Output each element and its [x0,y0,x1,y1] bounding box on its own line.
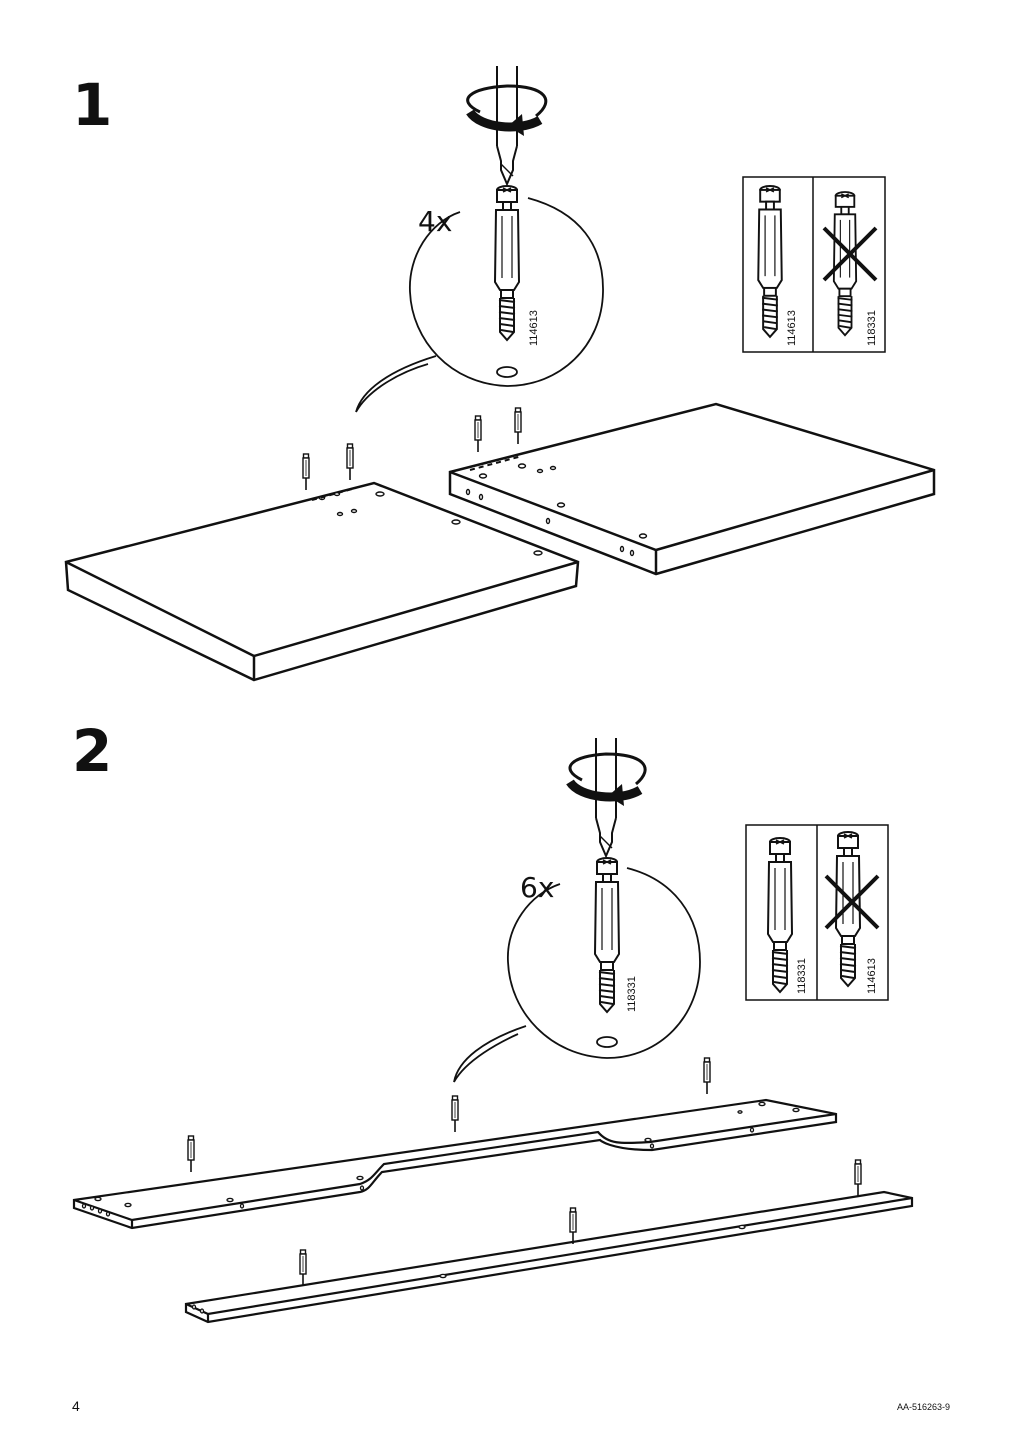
compare-wrong-part-step2: 114613 [866,958,878,994]
screwdriver-step1 [466,65,548,185]
compare-wrong-part-step1: 118331 [866,310,878,346]
callout-bubble-step1 [355,197,604,413]
quantity-label-step1: 4x [418,205,453,238]
callout-bubble-step2 [453,867,701,1083]
document-code: AA-516263-9 [896,1402,950,1412]
part-number-step1: 114613 [528,310,540,346]
screwdriver-step2 [566,737,647,857]
compare-correct-part-step2: 118331 [796,958,808,994]
board-right-step1 [448,402,936,576]
step-number-1: 1 [72,71,113,139]
rail-upper-step2 [72,1098,838,1230]
dowel-step2 [594,857,620,1013]
part-number-step2: 118331 [626,976,638,1012]
compare-correct-part-step1: 114613 [786,310,798,346]
comparison-box-step2 [745,824,889,1001]
step-number-2: 2 [72,717,113,785]
page-number: 4 [72,1398,80,1414]
dowel-step1 [494,185,520,341]
board-left-step1 [64,481,580,682]
rail-lower-step2 [184,1190,914,1324]
comparison-box-step1 [742,176,886,353]
quantity-label-step2: 6x [520,871,555,904]
